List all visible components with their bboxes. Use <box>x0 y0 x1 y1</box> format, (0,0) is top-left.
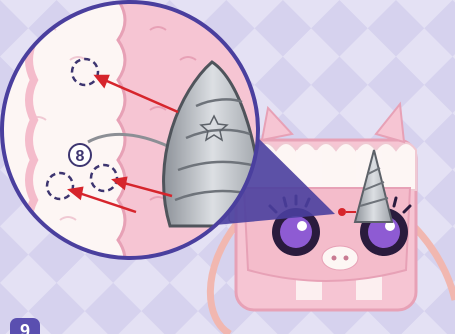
snout <box>322 246 358 270</box>
step-number-badge: 8 <box>68 143 92 167</box>
purse-hole-marker <box>338 208 346 216</box>
next-step-badge: 9 <box>10 318 40 334</box>
